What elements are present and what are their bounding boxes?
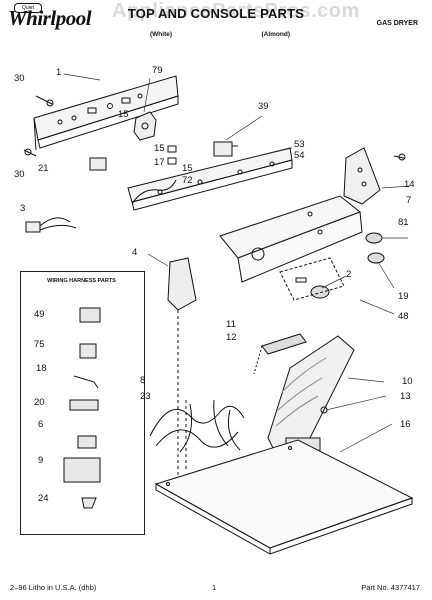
harness-callout-24: 24 — [38, 493, 49, 504]
callout-19: 19 — [398, 291, 409, 302]
callout-39: 39 — [258, 101, 269, 112]
callout-2: 2 — [346, 269, 352, 280]
control-bracket-part — [133, 111, 157, 141]
callout-48: 48 — [398, 311, 409, 322]
callout-16: 16 — [400, 419, 411, 430]
harness-callout-75: 75 — [34, 339, 45, 350]
part-9-shape — [63, 457, 101, 483]
callout-30-bottom: 30 — [14, 169, 25, 180]
variant-white: (White) — [150, 31, 173, 38]
callout-21: 21 — [38, 163, 49, 174]
left-end-cap-part — [167, 257, 197, 490]
callout-15-c: 15 — [182, 163, 193, 174]
top-panel-part — [154, 439, 414, 555]
callout-15-a: 15 — [118, 109, 129, 120]
footer-printed: 2–96 Litho in U.S.A. (dhb) — [10, 583, 97, 592]
footer-part-no: Part No. 4377417 — [361, 583, 420, 592]
footer-page: 1 — [212, 583, 217, 592]
switch-part — [213, 141, 238, 157]
console-panel-part — [219, 195, 363, 283]
callout-15-b: 15 — [154, 143, 165, 154]
callout-10: 10 — [402, 376, 413, 387]
callout-7: 7 — [406, 195, 412, 206]
callout-8: 8 — [140, 375, 146, 386]
part-24-shape — [81, 497, 97, 509]
callout-79: 79 — [152, 65, 163, 76]
end-cap-part — [343, 147, 406, 205]
part-49-shape — [79, 307, 101, 323]
page-title: TOP AND CONSOLE PARTS — [127, 6, 305, 21]
callout-1: 1 — [56, 67, 62, 78]
wiring-harness-title: WIRING HARNESS PARTS — [47, 278, 116, 284]
part-6-shape — [77, 435, 97, 449]
callout-17: 17 — [154, 157, 165, 168]
dryer-type: GAS DRYER — [376, 20, 418, 27]
callout-12: 12 — [226, 332, 237, 343]
callout-53: 53 — [294, 139, 305, 150]
harness-callout-20: 20 — [34, 397, 45, 408]
callout-4: 4 — [132, 247, 138, 258]
brand-mark: Quiet — [14, 3, 42, 13]
callout-13: 13 — [400, 391, 411, 402]
variant-almond: (Almond) — [261, 31, 290, 38]
callout-81: 81 — [398, 217, 409, 228]
watermark: AppliancePartsPros.com — [112, 0, 360, 22]
callout-72: 72 — [182, 175, 193, 186]
callout-23: 23 — [140, 391, 151, 402]
part-75-shape — [79, 343, 97, 359]
part-20-shape — [69, 399, 99, 411]
brand-logo: Whirlpool — [8, 6, 92, 30]
knobs-part — [310, 232, 385, 299]
callout-14: 14 — [404, 179, 415, 190]
screws-part — [23, 95, 54, 157]
harness-callout-9: 9 — [38, 455, 44, 466]
wiring-harness-part — [149, 399, 245, 470]
back-panel-part — [33, 75, 179, 151]
part-18-shape — [73, 375, 99, 389]
clips-part — [89, 145, 177, 171]
harness-callout-6: 6 — [38, 419, 44, 430]
callout-54: 54 — [294, 150, 305, 161]
harness-callout-18: 18 — [36, 363, 47, 374]
color-variants: (White) (Almond) — [150, 31, 290, 38]
callout-3: 3 — [20, 203, 26, 214]
callout-30-top: 30 — [14, 73, 25, 84]
wiring-harness-box — [20, 271, 145, 535]
callout-11: 11 — [226, 319, 236, 330]
harness-callout-49: 49 — [34, 309, 45, 320]
harness-connector-part — [25, 217, 77, 233]
